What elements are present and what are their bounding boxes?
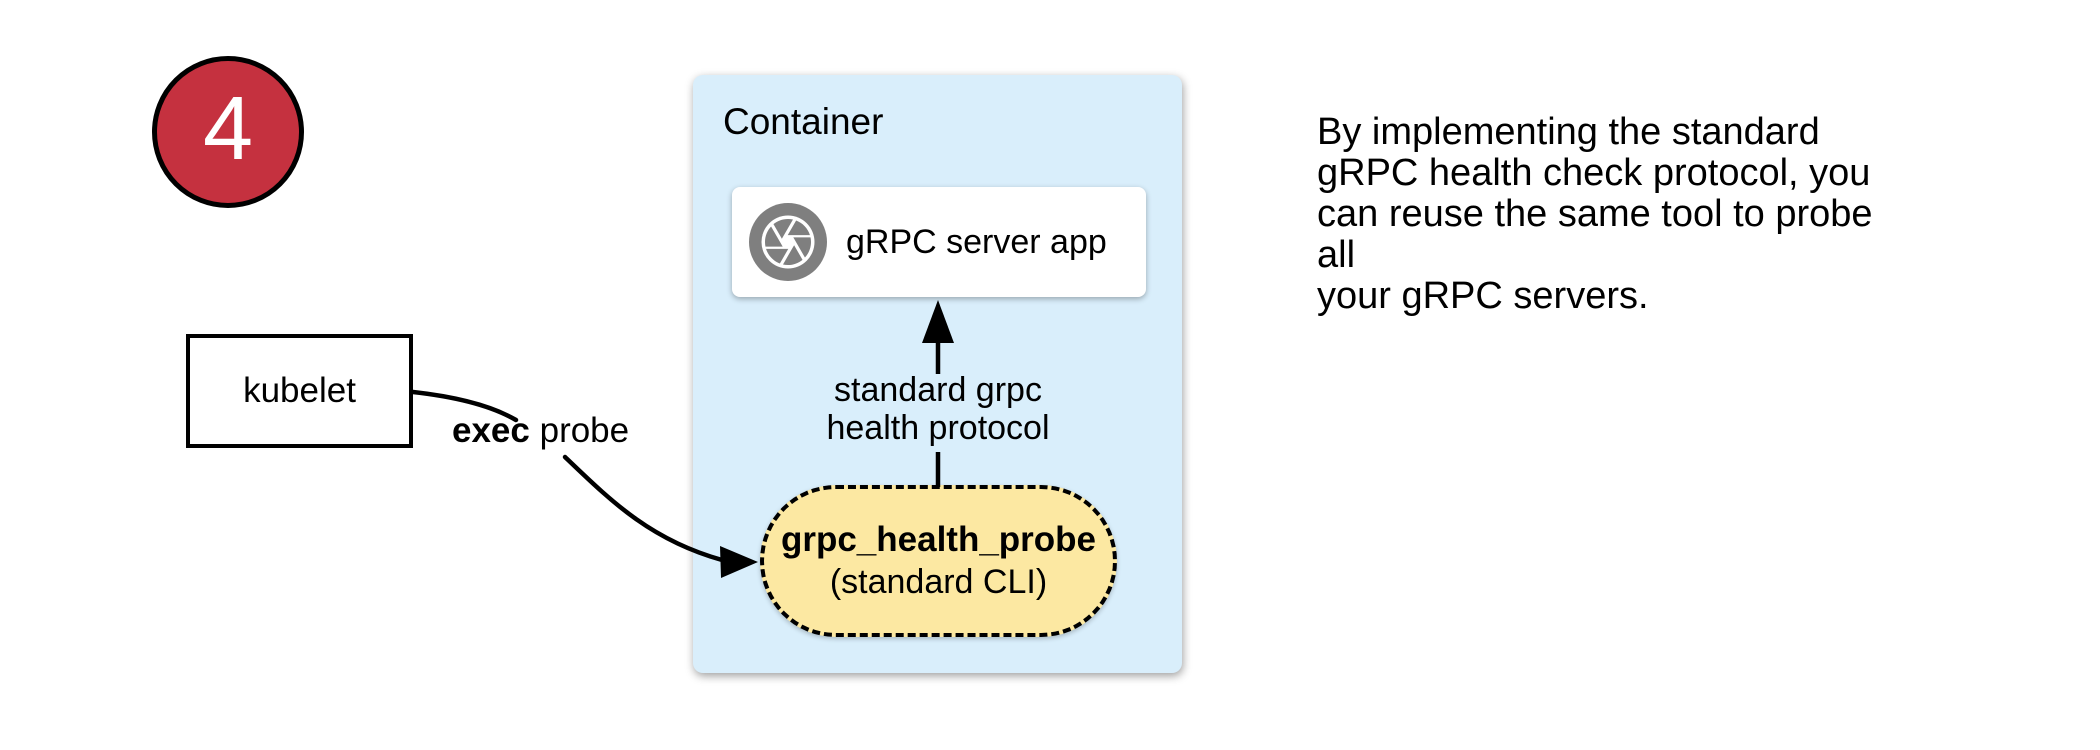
exec-probe-label-bold: exec [452, 411, 530, 450]
note-text: By implementing the standard gRPC health… [1317, 112, 1877, 317]
aperture-icon [749, 203, 827, 281]
exec-probe-label: exec probe [452, 411, 629, 451]
grpc-server-app-box: gRPC server app [732, 187, 1146, 297]
note-line-4: your gRPC servers. [1317, 275, 1649, 317]
probe-pill-title: grpc_health_probe [780, 520, 1097, 559]
health-protocol-label-line1: standard grpc [834, 371, 1042, 409]
health-protocol-label: standard grpc health protocol [768, 371, 1108, 447]
note-line-2: gRPC health check protocol, you [1317, 152, 1871, 194]
note-line-3: can reuse the same tool to probe all [1317, 193, 1873, 276]
kubelet-box: kubelet [186, 334, 413, 448]
health-protocol-label-line2: health protocol [826, 409, 1050, 447]
container-title: Container [723, 101, 884, 142]
step-number: 4 [202, 79, 254, 179]
probe-pill-subtitle: (standard CLI) [829, 563, 1048, 601]
grpc-server-app-label: gRPC server app [846, 222, 1107, 261]
step-badge: 4 [152, 56, 304, 208]
exec-probe-label-rest: probe [529, 411, 630, 450]
note-line-1: By implementing the standard [1317, 111, 1820, 153]
probe-pill: grpc_health_probe (standard CLI) [760, 485, 1117, 637]
kubelet-label: kubelet [243, 371, 356, 410]
